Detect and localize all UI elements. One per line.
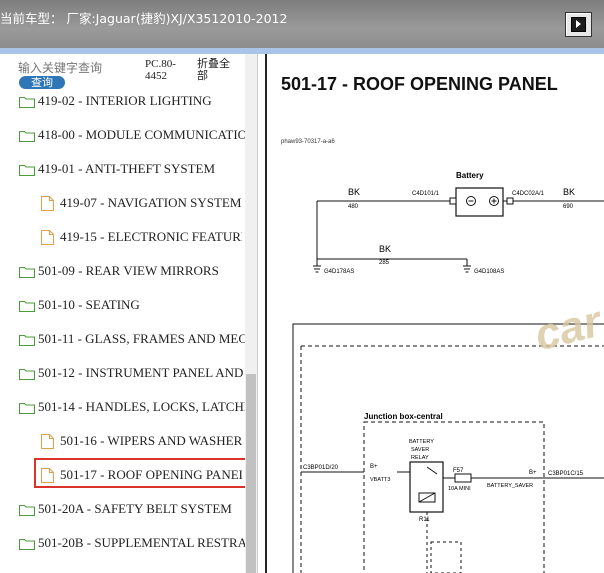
- svg-text:BK: BK: [379, 244, 391, 254]
- relay-symbol: [409, 461, 444, 513]
- document-viewer: 501-17 - ROOF OPENING PANEL phaw93-70317…: [265, 54, 604, 573]
- tree-item[interactable]: 419-07 - NAVIGATION SYSTEM: [40, 186, 242, 220]
- search-button[interactable]: 查询: [19, 76, 65, 89]
- tree-item[interactable]: 419-02 - INTERIOR LIGHTING: [18, 84, 245, 118]
- svg-text:VBATT3: VBATT3: [370, 477, 390, 483]
- folder-icon: [18, 367, 36, 380]
- collapse-all-button[interactable]: 折叠全部: [197, 57, 230, 82]
- svg-text:RELAY: RELAY: [411, 455, 429, 461]
- tree-item[interactable]: 419-01 - ANTI-THEFT SYSTEM: [18, 152, 245, 186]
- vehicle-title: 当前车型： 厂家:Jaguar(捷豹)XJ/X3512010-2012: [0, 11, 288, 26]
- svg-text:C4D101/1: C4D101/1: [412, 191, 440, 197]
- tree-item-label: 501-12 - INSTRUMENT PANEL AND CONSOLE: [38, 365, 245, 380]
- document-icon: [40, 195, 55, 211]
- folder-icon: [18, 265, 36, 278]
- document-heading: 501-17 - ROOF OPENING PANEL: [281, 74, 558, 94]
- svg-text:G4D108AS: G4D108AS: [474, 269, 504, 275]
- tree-item[interactable]: 501-12 - INSTRUMENT PANEL AND CONSOLE: [18, 356, 245, 390]
- scrollbar-thumb[interactable]: [246, 374, 256, 573]
- svg-text:10A MINI: 10A MINI: [448, 486, 471, 492]
- junction-box: [363, 421, 545, 573]
- tree-item-label: 418-00 - MODULE COMMUNICATIONS: [38, 127, 245, 142]
- fuse-symbol: [454, 473, 472, 483]
- ground-icon: [313, 265, 321, 273]
- svg-text:F57: F57: [453, 468, 464, 474]
- header-divider: [0, 48, 604, 54]
- navigation-panel: 419-02 - INTERIOR LIGHTING 418-00 - MODUL…: [0, 54, 258, 573]
- folder-icon: [18, 299, 36, 312]
- tree-item-label: 501-17 - ROOF OPENING PANEL: [60, 467, 242, 482]
- svg-text:G4D178AS: G4D178AS: [324, 269, 354, 275]
- svg-text:C3BP01C/15: C3BP01C/15: [548, 471, 584, 477]
- tree-item[interactable]: 501-20B - SUPPLEMENTAL RESTRAINT SYSTEM: [18, 526, 245, 560]
- svg-text:BATTERY_SAVER: BATTERY_SAVER: [487, 483, 533, 489]
- battery-label: Battery: [456, 171, 484, 180]
- svg-text:C4DC02A/1: C4DC02A/1: [512, 191, 545, 197]
- document-icon: [40, 467, 55, 483]
- pc-label: PC.80-4452: [145, 58, 176, 82]
- svg-text:C3BP01D/20: C3BP01D/20: [303, 465, 339, 471]
- tree-item[interactable]: 501-16 - WIPERS AND WASHERS: [40, 424, 242, 458]
- tree-item[interactable]: 501-20A - SAFETY BELT SYSTEM: [18, 492, 245, 526]
- tree-item[interactable]: 501-11 - GLASS, FRAMES AND MECHANISMS: [18, 322, 245, 356]
- svg-text:BATTERY: BATTERY: [409, 439, 434, 445]
- tree-item-label: 501-20A - SAFETY BELT SYSTEM: [38, 501, 232, 516]
- svg-text:480: 480: [348, 204, 359, 210]
- tree-item-label: 419-01 - ANTI-THEFT SYSTEM: [38, 161, 216, 176]
- svg-text:SAVER: SAVER: [411, 447, 429, 453]
- folder-icon: [18, 333, 36, 346]
- wiring-diagram: Battery BK 480 C4D101/1 C4DC02A/1 BK 690…: [292, 171, 604, 573]
- folder-icon: [18, 163, 36, 176]
- folder-icon: [18, 503, 36, 516]
- tree-item-label: 419-02 - INTERIOR LIGHTING: [38, 93, 212, 108]
- tree-item-label: 501-09 - REAR VIEW MIRRORS: [38, 263, 219, 278]
- folder-icon: [18, 537, 36, 550]
- tree-item-label: 501-11 - GLASS, FRAMES AND MECHANISMS: [38, 331, 245, 346]
- title-bar: 当前车型： 厂家:Jaguar(捷豹)XJ/X3512010-2012: [0, 0, 604, 48]
- document-icon: [40, 433, 55, 449]
- ground-icon: [463, 265, 471, 273]
- tree-item-label: 501-16 - WIPERS AND WASHERS: [60, 433, 242, 448]
- folder-icon: [18, 129, 36, 142]
- svg-text:R11: R11: [419, 517, 430, 523]
- folder-icon: [18, 95, 36, 108]
- svg-text:BK: BK: [563, 187, 575, 197]
- tree-item-label: 419-15 - ELECTRONIC FEATURE: [60, 229, 242, 244]
- wire-color-label: BK: [348, 187, 360, 197]
- junction-box-label: Junction box-central: [364, 412, 443, 421]
- search-input[interactable]: [18, 60, 138, 76]
- svg-text:B+: B+: [529, 470, 537, 476]
- svg-text:690: 690: [563, 204, 574, 210]
- tree-item-label: 501-20B - SUPPLEMENTAL RESTRAINT SYSTEM: [38, 535, 245, 550]
- tree-item[interactable]: 501-09 - REAR VIEW MIRRORS: [18, 254, 245, 288]
- tree-item[interactable]: 418-00 - MODULE COMMUNICATIONS: [18, 118, 245, 152]
- tree-item-label: 501-10 - SEATING: [38, 297, 140, 312]
- tree-item[interactable]: 501-10 - SEATING: [18, 288, 245, 322]
- tree-item-label: 419-07 - NAVIGATION SYSTEM: [60, 195, 242, 210]
- svg-text:285: 285: [379, 260, 390, 266]
- diagram-reference: phaw93-70317-a-a6: [281, 139, 335, 145]
- tree-item-label: 501-14 - HANDLES, LOCKS, LATCHES: [38, 399, 245, 414]
- battery-symbol: [455, 187, 504, 217]
- search-bar: 查询 PC.80-4452 折叠全部: [0, 54, 245, 92]
- svg-text:B+: B+: [370, 464, 378, 470]
- tree-item[interactable]: 501-14 - HANDLES, LOCKS, LATCHES: [18, 390, 245, 424]
- tree-item[interactable]: 419-15 - ELECTRONIC FEATURE: [40, 220, 242, 254]
- document-icon: [40, 229, 55, 245]
- tree-scrollbar[interactable]: [245, 54, 257, 573]
- panel-toggle-button[interactable]: [565, 12, 592, 37]
- folder-icon: [18, 401, 36, 414]
- tree-item[interactable]: 501-17 - ROOF OPENING PANEL: [40, 458, 242, 492]
